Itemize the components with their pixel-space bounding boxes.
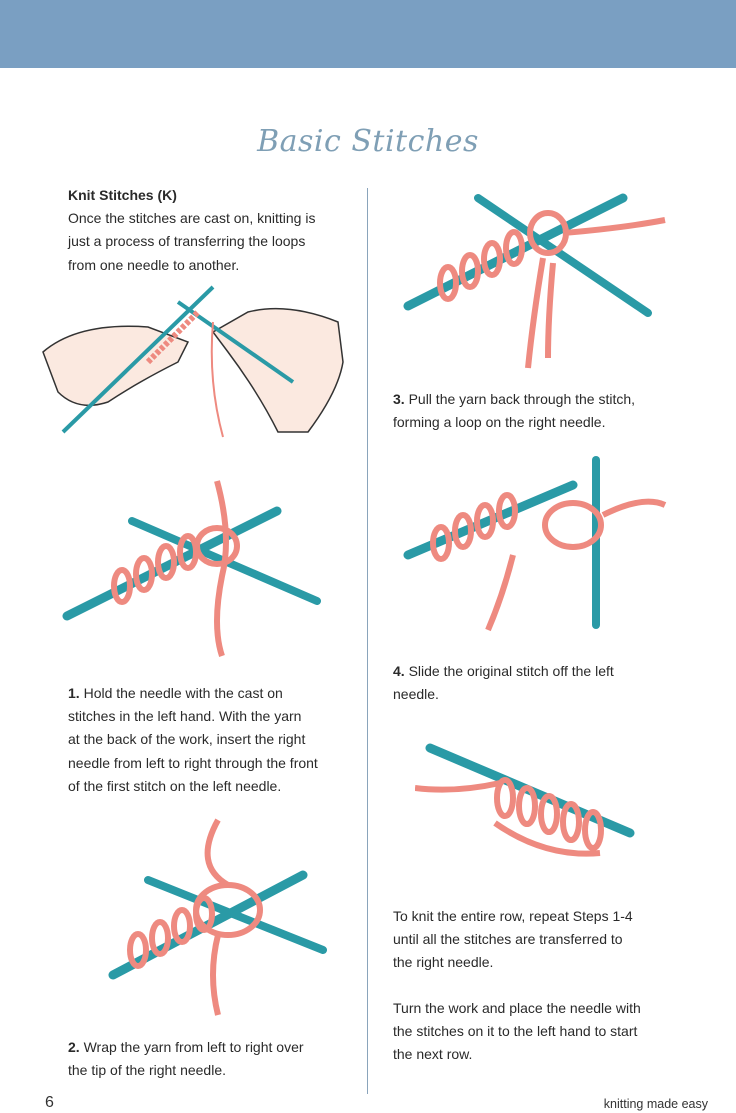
step3-text: 3. Pull the yarn back through the stitch…: [393, 388, 635, 434]
step-line: stitches in the left hand. With the yarn: [68, 708, 302, 725]
step4-text: 4. Slide the original stitch off the lef…: [393, 660, 614, 706]
step4-illustration: [403, 456, 667, 632]
step2-illustration: [108, 818, 327, 1016]
step-line: Hold the needle with the cast on: [79, 685, 283, 701]
step-line: Wrap the yarn from left to right over: [79, 1039, 304, 1055]
text-line: the right needle.: [393, 954, 494, 971]
intro-line: Once the stitches are cast on, knitting …: [68, 210, 316, 227]
step-line: needle.: [393, 686, 439, 703]
step3-illustration: [403, 193, 666, 369]
step-number: 1.: [68, 685, 80, 701]
step-line: Slide the original stitch off the left: [404, 663, 614, 679]
step-line: the tip of the right needle.: [68, 1062, 226, 1079]
page-title: Basic Stitches: [257, 124, 479, 159]
text-line: To knit the entire row, repeat Steps 1-4: [393, 908, 633, 924]
section-heading: Knit Stitches (K): [68, 187, 177, 203]
hands-knitting-illustration: [42, 285, 344, 438]
text-line: the stitches on it to the left hand to s…: [393, 1023, 638, 1040]
step-line: needle from left to right through the fr…: [68, 754, 318, 771]
page-number: 6: [45, 1094, 54, 1111]
step2-text: 2. Wrap the yarn from left to right over…: [68, 1036, 304, 1082]
step-line: forming a loop on the right needle.: [393, 414, 606, 431]
text-line: the next row.: [393, 1046, 473, 1063]
intro-section: Knit Stitches (K) Once the stitches are …: [68, 184, 315, 277]
running-title: knitting made easy: [603, 1097, 708, 1111]
text-line: Turn the work and place the needle with: [393, 1000, 641, 1016]
text-line: until all the stitches are transferred t…: [393, 931, 623, 948]
column-divider: [367, 188, 368, 1094]
step1-text: 1. Hold the needle with the cast on stit…: [68, 682, 318, 798]
intro-line: just a process of transferring the loops: [68, 233, 306, 250]
header-band: [0, 0, 736, 68]
step-number: 4.: [393, 663, 405, 679]
step1-illustration: [62, 480, 321, 657]
completed-row-illustration: [415, 743, 635, 857]
step-number: 2.: [68, 1039, 80, 1055]
turn-instructions: Turn the work and place the needle with …: [393, 997, 641, 1067]
step-line: at the back of the work, insert the righ…: [68, 731, 306, 748]
step-line: Pull the yarn back through the stitch,: [404, 391, 636, 407]
repeat-instructions: To knit the entire row, repeat Steps 1-4…: [393, 905, 633, 975]
step-number: 3.: [393, 391, 405, 407]
step-line: of the first stitch on the left needle.: [68, 777, 282, 794]
intro-line: from one needle to another.: [68, 256, 240, 273]
